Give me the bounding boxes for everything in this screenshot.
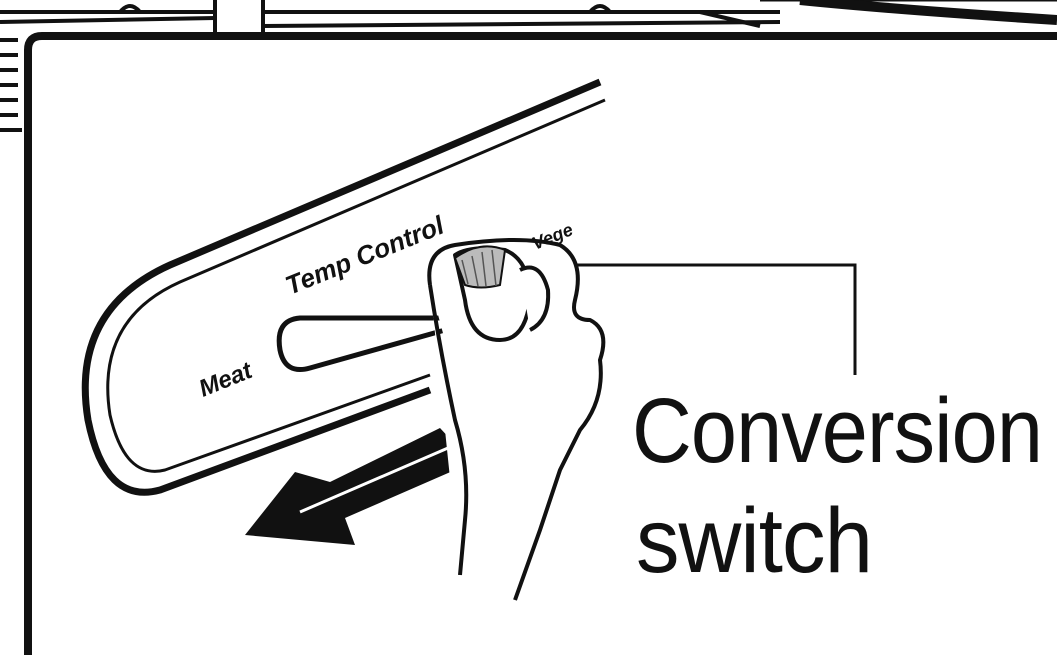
callout-line-conversion: Conversion [632,380,1042,482]
temp-control-label: Temp Control [281,210,449,301]
meat-label: Meat [195,357,257,403]
slider-slot [279,318,445,370]
hand-illustration [429,240,603,600]
fridge-top-edge [0,0,1057,36]
callout-leader-line [575,265,855,375]
callout-line-switch: switch [636,490,872,592]
